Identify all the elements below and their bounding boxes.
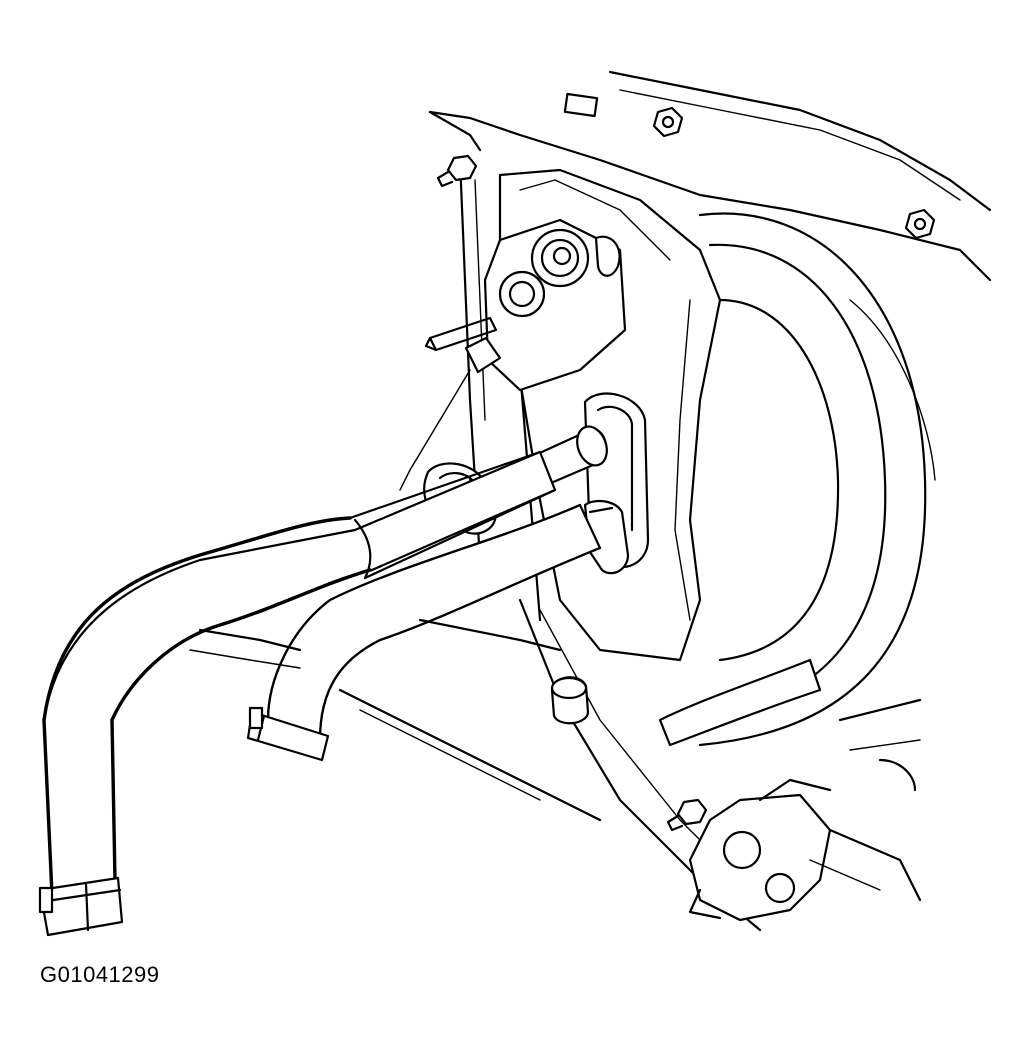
lower-hose-clamp [246,706,330,762]
lower-bracket [189,618,602,822]
stud-icon [666,798,708,832]
heater-hose-upper [42,450,557,897]
expansion-valve-block [399,218,627,491]
stud-icon [436,154,478,188]
round-housing [658,212,936,747]
right-mount-bracket [688,698,922,922]
bolt-icon [904,208,936,240]
pipe-clamp [583,499,630,575]
hose-end-clamp [38,876,124,937]
bolt-icon [652,106,684,138]
panel-tag [563,92,599,118]
drain-tube [550,676,590,725]
firewall-panel [428,70,992,932]
figure-id-label: G01041299 [40,962,160,987]
